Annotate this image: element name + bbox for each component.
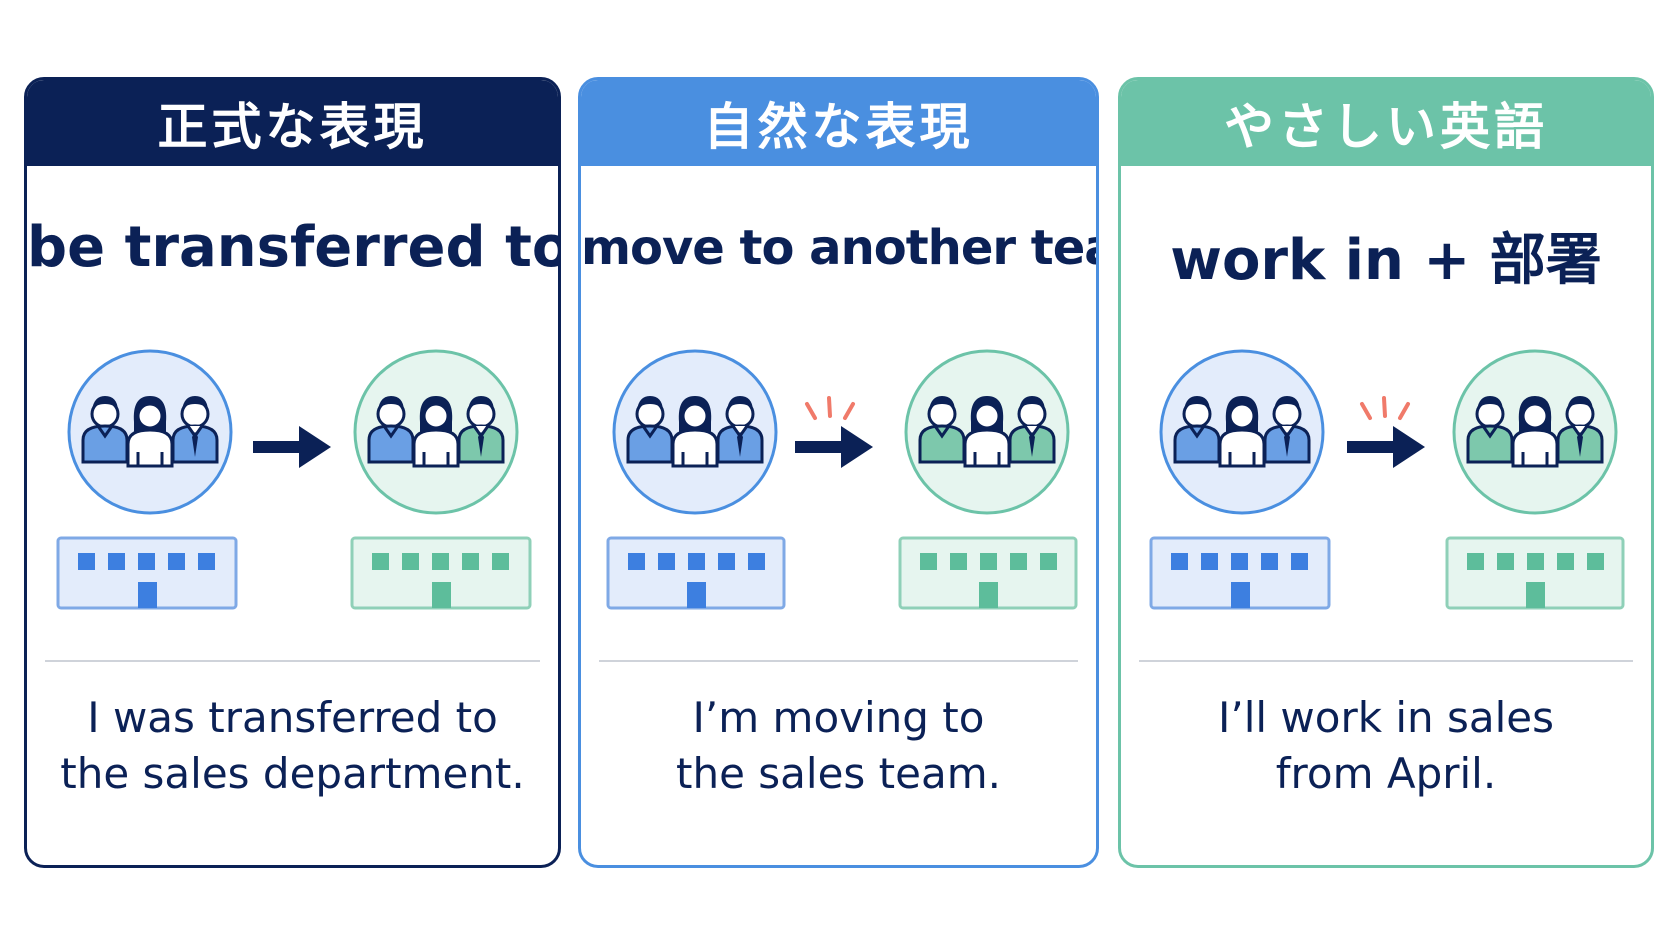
key-phrase: be transferred to [27,215,561,280]
example-line: the sales department. [60,749,525,798]
transfer-illustration [606,349,1078,610]
card-easy: やさしい英語 work in + 部署 [1118,77,1654,868]
divider [45,660,540,662]
office-building-icon [606,536,786,610]
transfer-illustration [56,349,532,610]
example-sentence: I’ll work in sales from April. [1121,690,1651,802]
key-phrase: move to another team [581,220,1096,276]
office-building-icon [1445,536,1625,610]
team-icon [612,349,778,515]
key-phrase: work in + 部署 [1170,228,1602,293]
example-line: I’ll work in sales [1217,693,1555,742]
example-line: from April. [1275,749,1497,798]
team-icon [1159,349,1325,515]
team-icon [904,349,1070,515]
office-building-icon [56,536,238,610]
spark-icon [805,396,855,420]
card-natural: 自然な表現 move to another team [578,77,1099,868]
example-sentence: I’m moving to the sales team. [581,690,1096,802]
office-building-icon [1149,536,1331,610]
example-line: I’m moving to [692,693,985,742]
team-icon [1452,349,1618,515]
divider [1139,660,1633,662]
card-header: 正式な表現 [27,80,558,166]
team-icon [353,349,519,515]
transfer-illustration [1149,349,1625,610]
office-building-icon [350,536,532,610]
card-header: 自然な表現 [581,80,1096,166]
card-header: やさしい英語 [1121,80,1651,166]
spark-icon [1360,396,1410,420]
arrow-right-icon [253,426,331,468]
arrow-right-icon [1347,426,1425,468]
example-sentence: I was transferred to the sales departmen… [27,690,558,802]
example-line: I was transferred to [87,693,498,742]
card-formal: 正式な表現 be transferred to [24,77,561,868]
divider [599,660,1078,662]
arrow-right-icon [795,426,873,468]
office-building-icon [898,536,1078,610]
team-icon [67,349,233,515]
example-line: the sales team. [676,749,1001,798]
